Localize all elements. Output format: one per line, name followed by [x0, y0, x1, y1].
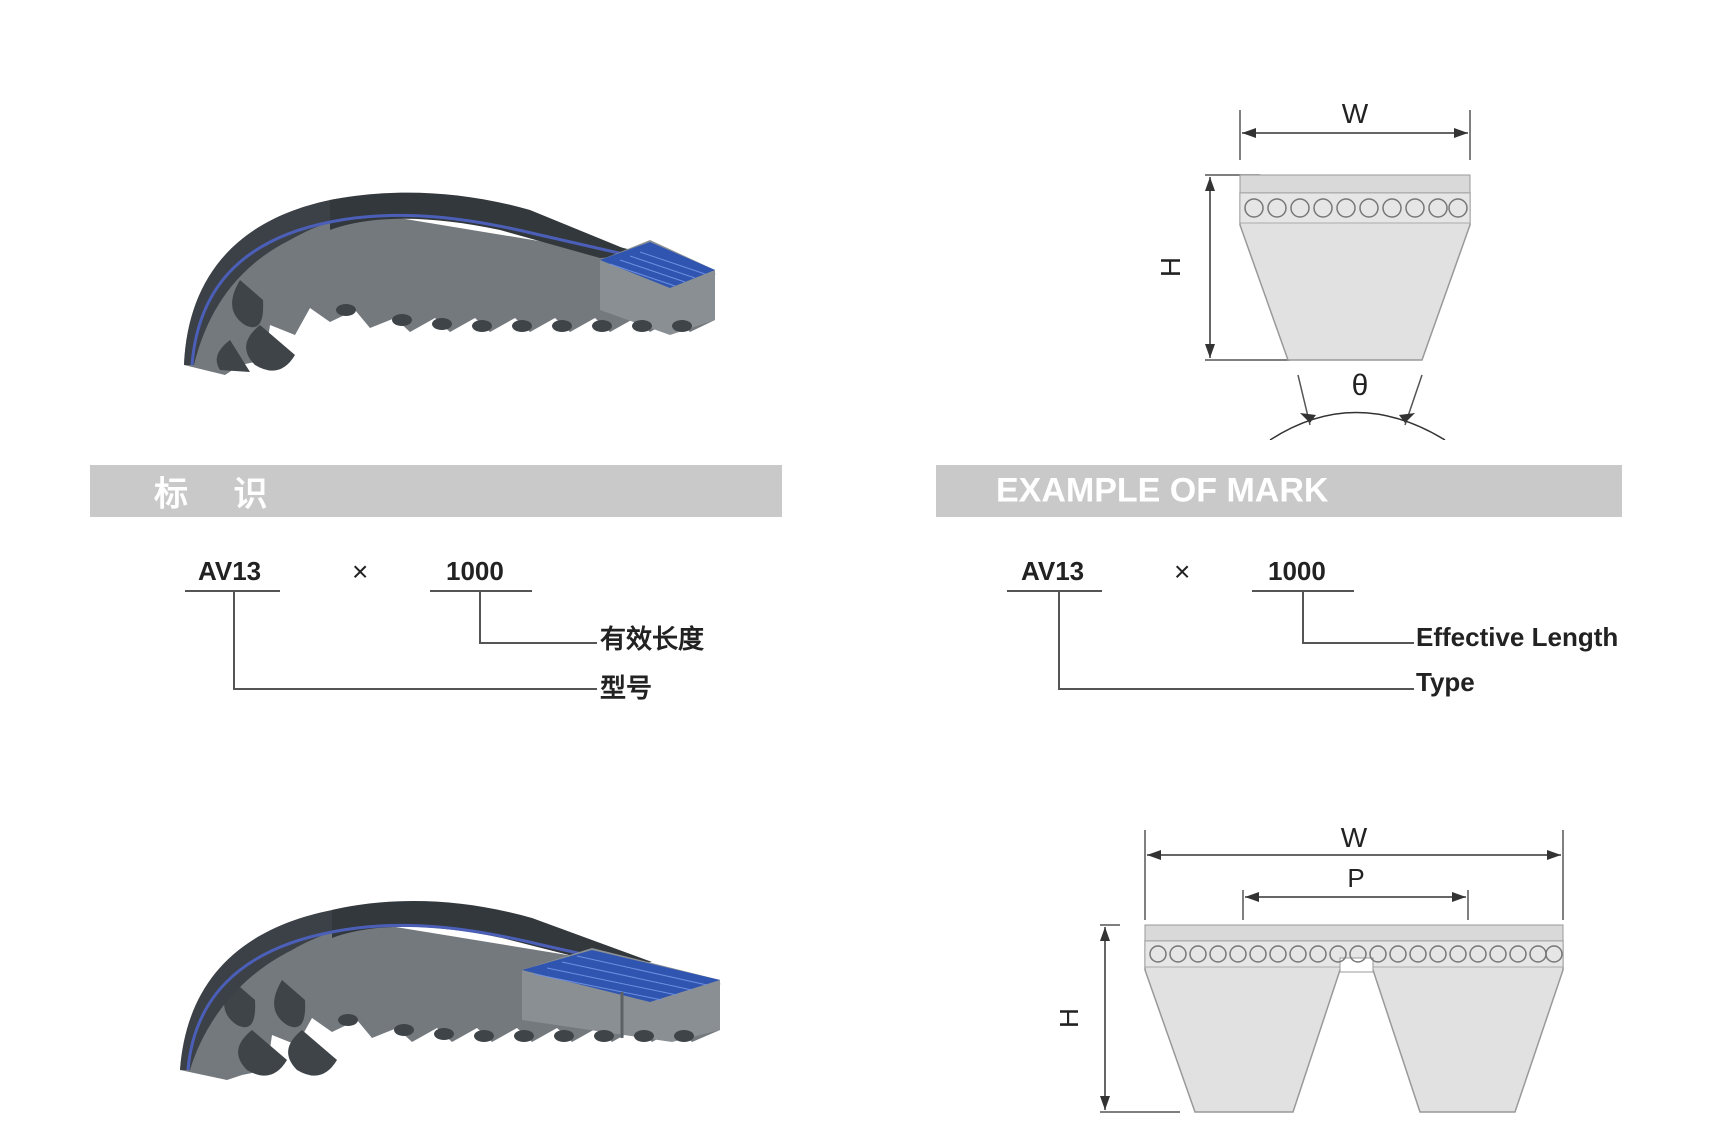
- header-title-cn: 标 识: [154, 475, 286, 514]
- times-sign-cn: ×: [352, 556, 369, 587]
- callout-type-cn: 型号: [600, 673, 653, 703]
- cogged-v-belt-illustration: [184, 192, 716, 375]
- double-v-belt-cross-section: W P H: [1060, 822, 1564, 1113]
- header-bar-cn: 标 识: [90, 465, 782, 517]
- length-value-cn: 1000: [446, 556, 504, 586]
- angle-label: θ: [1352, 369, 1369, 402]
- cords-blue-block: [522, 950, 720, 1002]
- callout-length-en: Effective Length: [1416, 622, 1619, 652]
- type-code-cn: AV13: [198, 556, 262, 586]
- double-cogged-v-belt-illustration: [180, 900, 721, 1080]
- header-bar-en: EXAMPLE OF MARK: [936, 465, 1622, 517]
- belt-side-face: [184, 205, 715, 375]
- callout-length-cn: 有效长度: [600, 624, 705, 654]
- times-sign-en: ×: [1174, 556, 1191, 587]
- pitch-label: P: [1347, 863, 1364, 893]
- height-label: H: [1160, 257, 1186, 277]
- length-value-en: 1000: [1268, 556, 1326, 586]
- section-top-band: [1144, 924, 1564, 942]
- tensile-cords: [1149, 945, 1563, 963]
- header-title-en: EXAMPLE OF MARK: [996, 471, 1329, 510]
- tensile-cords: [1244, 198, 1468, 218]
- single-v-belt-cross-section: W H θ: [1160, 98, 1471, 440]
- belt-side-face: [180, 915, 720, 1080]
- height-label: H: [1060, 1008, 1084, 1028]
- type-code-en: AV13: [1021, 556, 1085, 586]
- width-label: W: [1342, 98, 1369, 129]
- section-top-band: [1239, 174, 1471, 194]
- width-label: W: [1341, 822, 1368, 853]
- callout-type-en: Type: [1416, 667, 1475, 697]
